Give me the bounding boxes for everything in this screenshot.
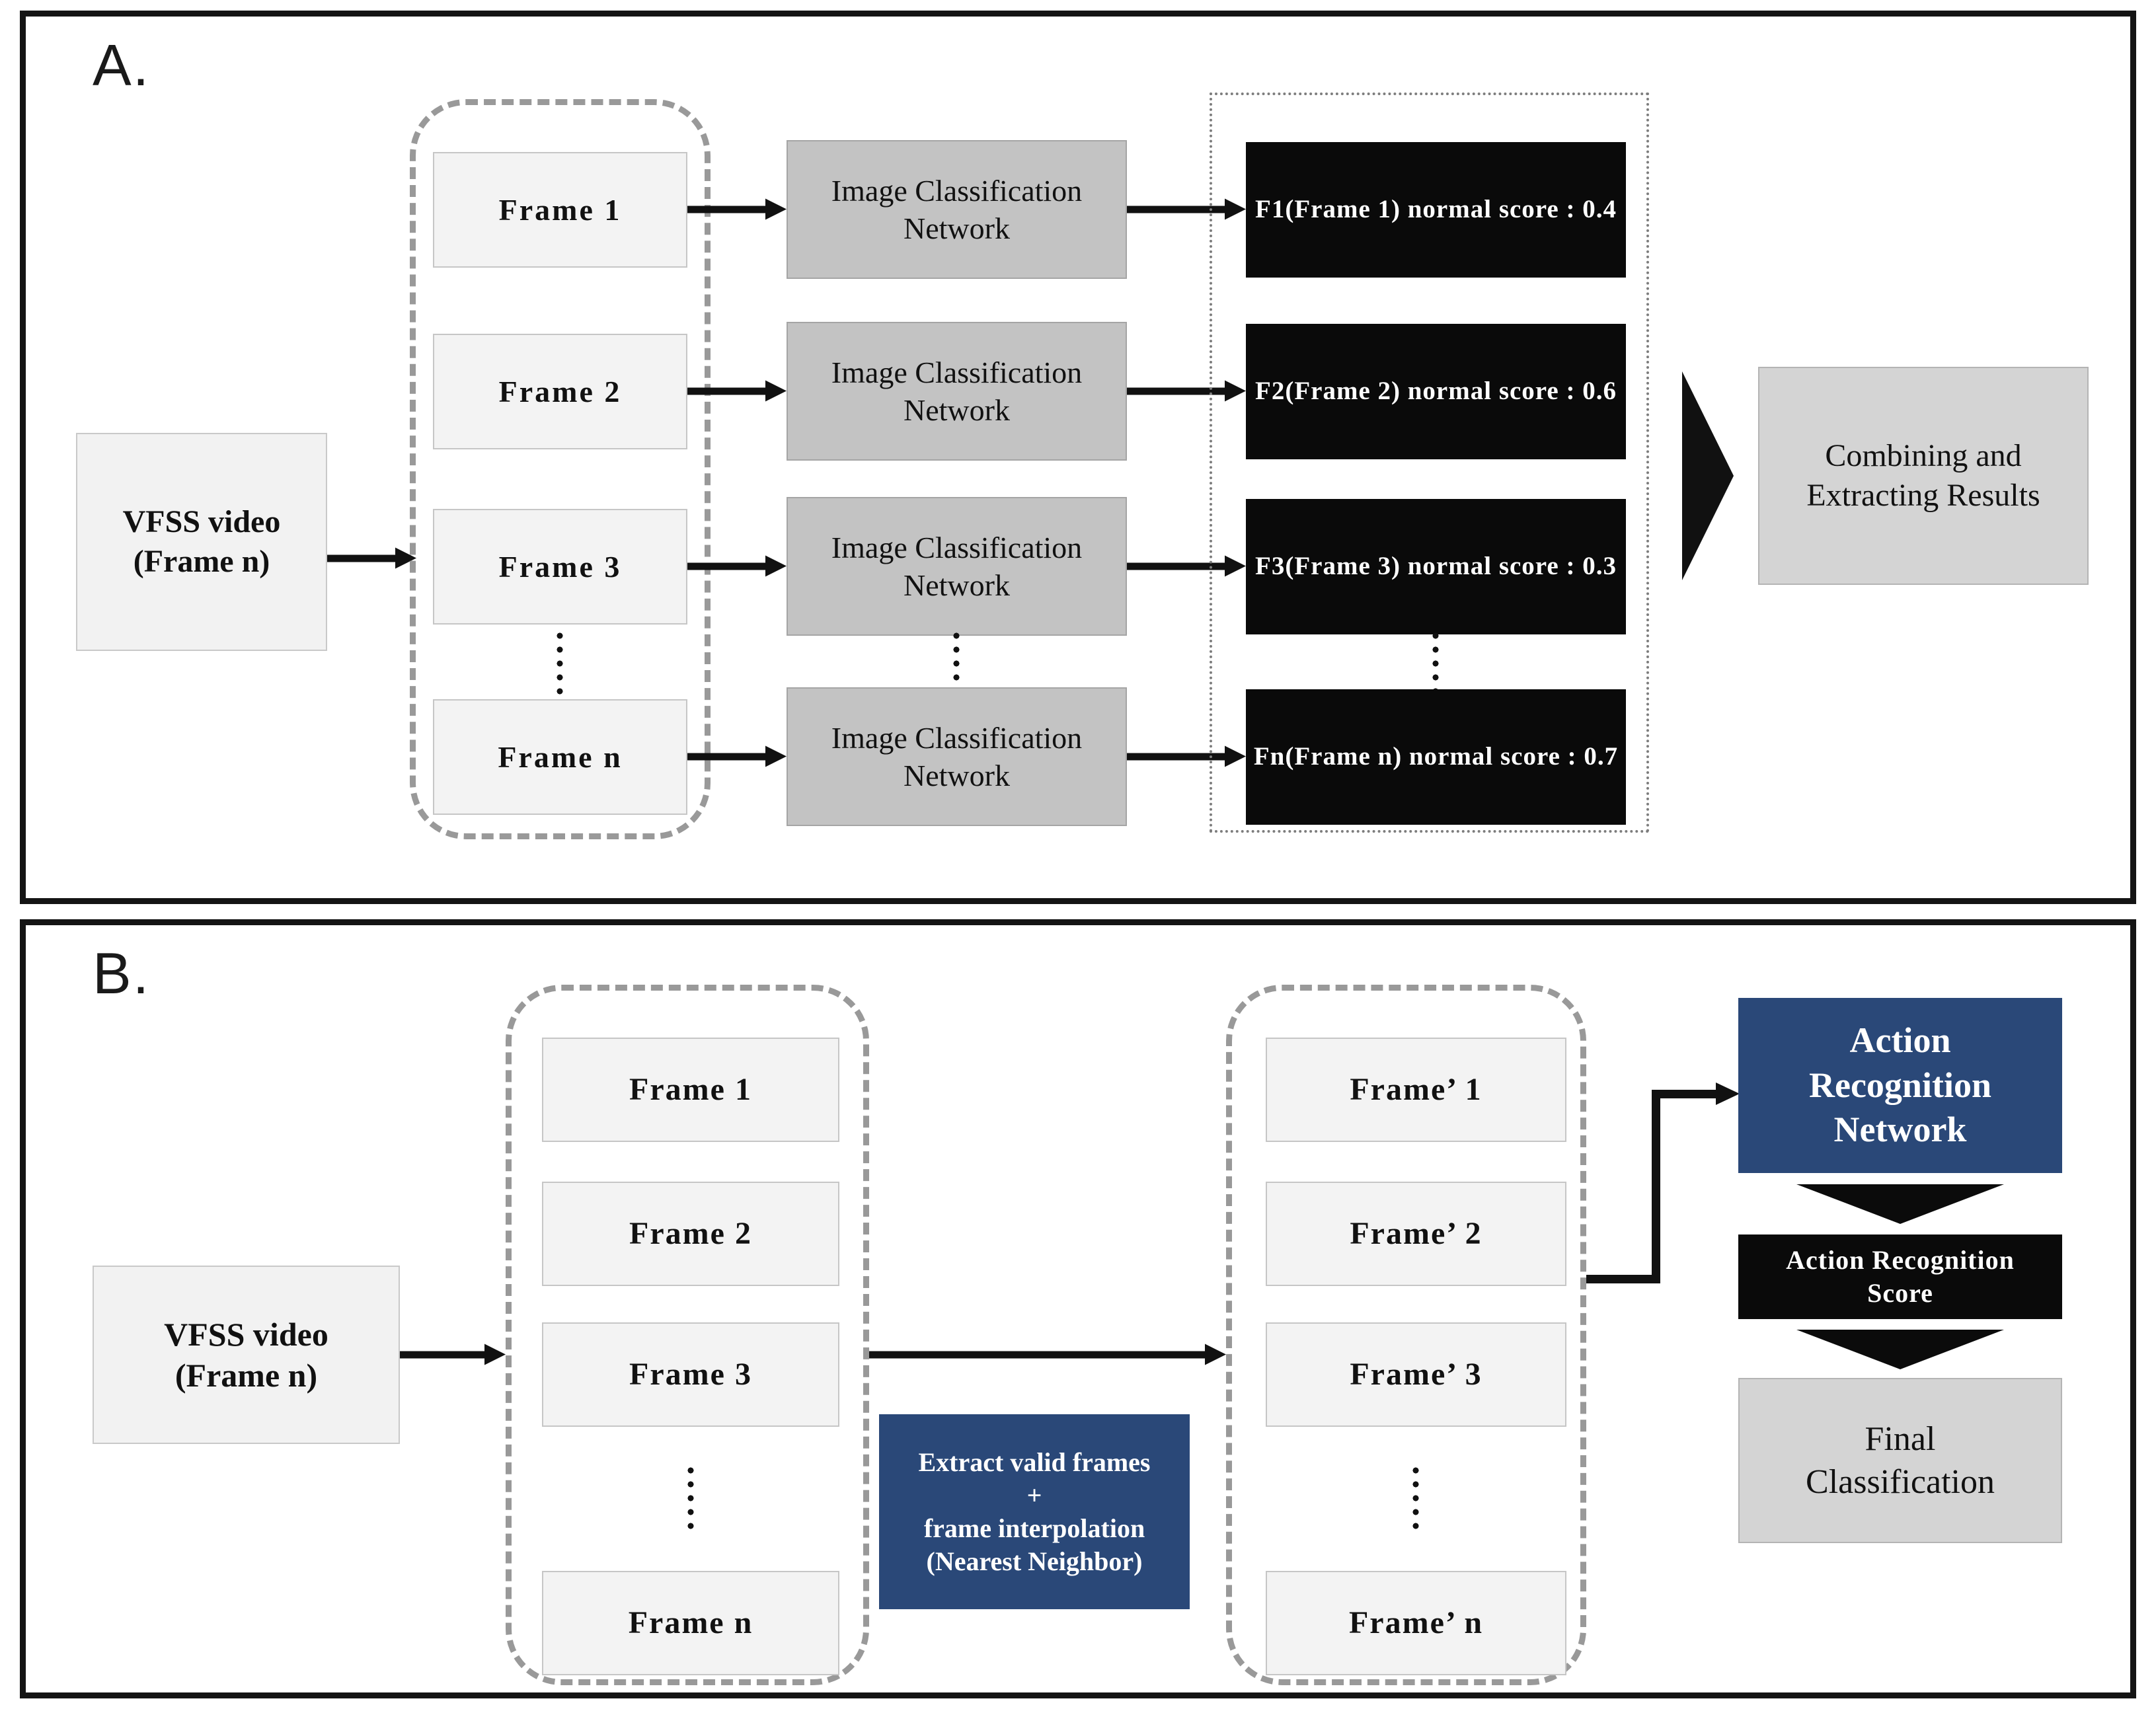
vfss-video-box-a: VFSS video (Frame n)	[76, 433, 327, 651]
final-line2: Classification	[1806, 1463, 1995, 1501]
result-line2: Extracting Results	[1806, 478, 2040, 513]
process-line4: (Nearest Neighbor)	[926, 1546, 1143, 1576]
arrow-frame2-to-classifier2	[687, 380, 787, 402]
down-arrow-icon	[1796, 1184, 2004, 1224]
vfss-video-line2: (Frame n)	[174, 1357, 318, 1394]
elbow-arrow-head	[1716, 1082, 1740, 1105]
classifier-line1: Image Classification	[831, 530, 1083, 564]
frame-box-a1: Frame 1	[433, 152, 687, 268]
vertical-ellipsis-icon	[687, 1464, 694, 1533]
down-arrow-icon	[1796, 1330, 2004, 1369]
frame-box-a3: Frame 3	[433, 509, 687, 625]
frame-box-bn: Frame n	[542, 1571, 839, 1675]
final-classification-box: Final Classification	[1738, 1378, 2062, 1543]
arrow-frame3-to-classifier3	[687, 555, 787, 577]
frame-label: Frame’ 1	[1350, 1072, 1482, 1107]
panel-a-label: A.	[93, 32, 151, 98]
classifier-box-1: Image Classification Network	[787, 140, 1127, 279]
frame-label: Frame’ n	[1348, 1605, 1484, 1640]
frame-label: Frame 2	[498, 374, 622, 408]
merge-arrow-icon	[1682, 371, 1734, 580]
arrow-framen-to-classifiern	[687, 745, 787, 767]
classifier-line1: Image Classification	[831, 720, 1083, 755]
frame-box-b1: Frame 1	[542, 1038, 839, 1142]
arrow-source-to-frames-a	[327, 547, 416, 569]
classifier-line1: Image Classification	[831, 173, 1083, 208]
arrow-frames-to-interpolated	[869, 1344, 1226, 1365]
scores-container-a	[1210, 93, 1649, 833]
combining-results-box: Combining and Extracting Results	[1758, 367, 2089, 585]
vertical-ellipsis-icon	[1412, 1464, 1419, 1533]
elbow-arrow-segment	[1586, 1275, 1660, 1283]
arrow-classifier3-to-score3	[1127, 555, 1246, 577]
frame-label: Frame 3	[498, 549, 622, 584]
final-line1: Final	[1865, 1420, 1936, 1458]
score-box-3: F3(Frame 3) normal score : 0.3	[1246, 499, 1626, 634]
score-box-n: Fn(Frame n) normal score : 0.7	[1246, 689, 1626, 825]
frame-label: Frame n	[628, 1605, 753, 1640]
classifier-line2: Network	[904, 759, 1010, 792]
classifier-line1: Image Classification	[831, 355, 1083, 389]
vfss-video-line2: (Frame n)	[133, 544, 270, 579]
frame-prime-box-1: Frame’ 1	[1266, 1038, 1566, 1142]
result-line1: Combining and	[1825, 438, 2022, 473]
action-recognition-network-box: Action Recognition Network	[1738, 998, 2062, 1173]
arrow-classifier2-to-score2	[1127, 380, 1246, 402]
vertical-ellipsis-icon	[557, 629, 563, 699]
arrow-classifier1-to-score1	[1127, 198, 1246, 220]
classifier-line2: Network	[904, 211, 1010, 245]
action-recognition-score-box: Action Recognition Score	[1738, 1234, 2062, 1319]
frame-prime-box-3: Frame’ 3	[1266, 1322, 1566, 1427]
frame-label: Frame 1	[629, 1072, 752, 1107]
classifier-box-2: Image Classification Network	[787, 322, 1127, 461]
frame-label: Frame n	[498, 740, 623, 774]
extract-interpolation-box: Extract valid frames + frame interpolati…	[879, 1414, 1190, 1609]
score-text: F3(Frame 3) normal score : 0.3	[1255, 552, 1617, 581]
process-line2: +	[1026, 1480, 1042, 1510]
vertical-ellipsis-icon	[1432, 629, 1439, 699]
classifier-line2: Network	[904, 568, 1010, 602]
process-line1: Extract valid frames	[918, 1447, 1151, 1477]
frames-container-a	[410, 99, 711, 839]
arrow-frame1-to-classifier1	[687, 198, 787, 220]
classifier-line2: Network	[904, 393, 1010, 427]
panel-b-label: B.	[93, 940, 151, 1006]
score-text: F2(Frame 2) normal score : 0.6	[1255, 377, 1617, 406]
interpolated-frames-container-b	[1226, 985, 1586, 1685]
frame-label: Frame’ 2	[1350, 1216, 1482, 1251]
frame-label: Frame’ 3	[1350, 1357, 1482, 1392]
vfss-video-line1: VFSS video	[122, 504, 281, 539]
frame-box-b3: Frame 3	[542, 1322, 839, 1427]
frame-label: Frame 1	[498, 192, 622, 227]
vfss-video-box-b: VFSS video (Frame n)	[93, 1266, 400, 1444]
frame-prime-box-n: Frame’ n	[1266, 1571, 1566, 1675]
elbow-arrow-segment	[1652, 1090, 1718, 1098]
score-box-2: F2(Frame 2) normal score : 0.6	[1246, 324, 1626, 459]
vfss-video-line1: VFSS video	[164, 1315, 328, 1353]
classifier-box-n: Image Classification Network	[787, 687, 1127, 826]
score-line2: Score	[1867, 1278, 1933, 1308]
frame-label: Frame 2	[629, 1216, 752, 1251]
frame-label: Frame 3	[629, 1357, 752, 1392]
score-line1: Action Recognition	[1786, 1245, 2015, 1275]
elbow-arrow-segment	[1652, 1094, 1660, 1283]
vertical-ellipsis-icon	[953, 629, 960, 699]
frame-box-an: Frame n	[433, 699, 687, 815]
frame-box-b2: Frame 2	[542, 1182, 839, 1286]
score-text: F1(Frame 1) normal score : 0.4	[1255, 195, 1617, 224]
process-line3: frame interpolation	[923, 1513, 1145, 1543]
score-box-1: F1(Frame 1) normal score : 0.4	[1246, 142, 1626, 278]
frame-prime-box-2: Frame’ 2	[1266, 1182, 1566, 1286]
classifier-box-3: Image Classification Network	[787, 497, 1127, 636]
frame-box-a2: Frame 2	[433, 334, 687, 449]
score-text: Fn(Frame n) normal score : 0.7	[1253, 742, 1619, 771]
arrow-classifiern-to-scoren	[1127, 745, 1246, 767]
input-frames-container-b	[506, 985, 869, 1685]
network-line2: Recognition	[1809, 1065, 1991, 1105]
arrow-source-to-frames-b	[400, 1344, 506, 1365]
network-line3: Network	[1833, 1110, 1967, 1150]
network-line1: Action	[1849, 1020, 1951, 1061]
